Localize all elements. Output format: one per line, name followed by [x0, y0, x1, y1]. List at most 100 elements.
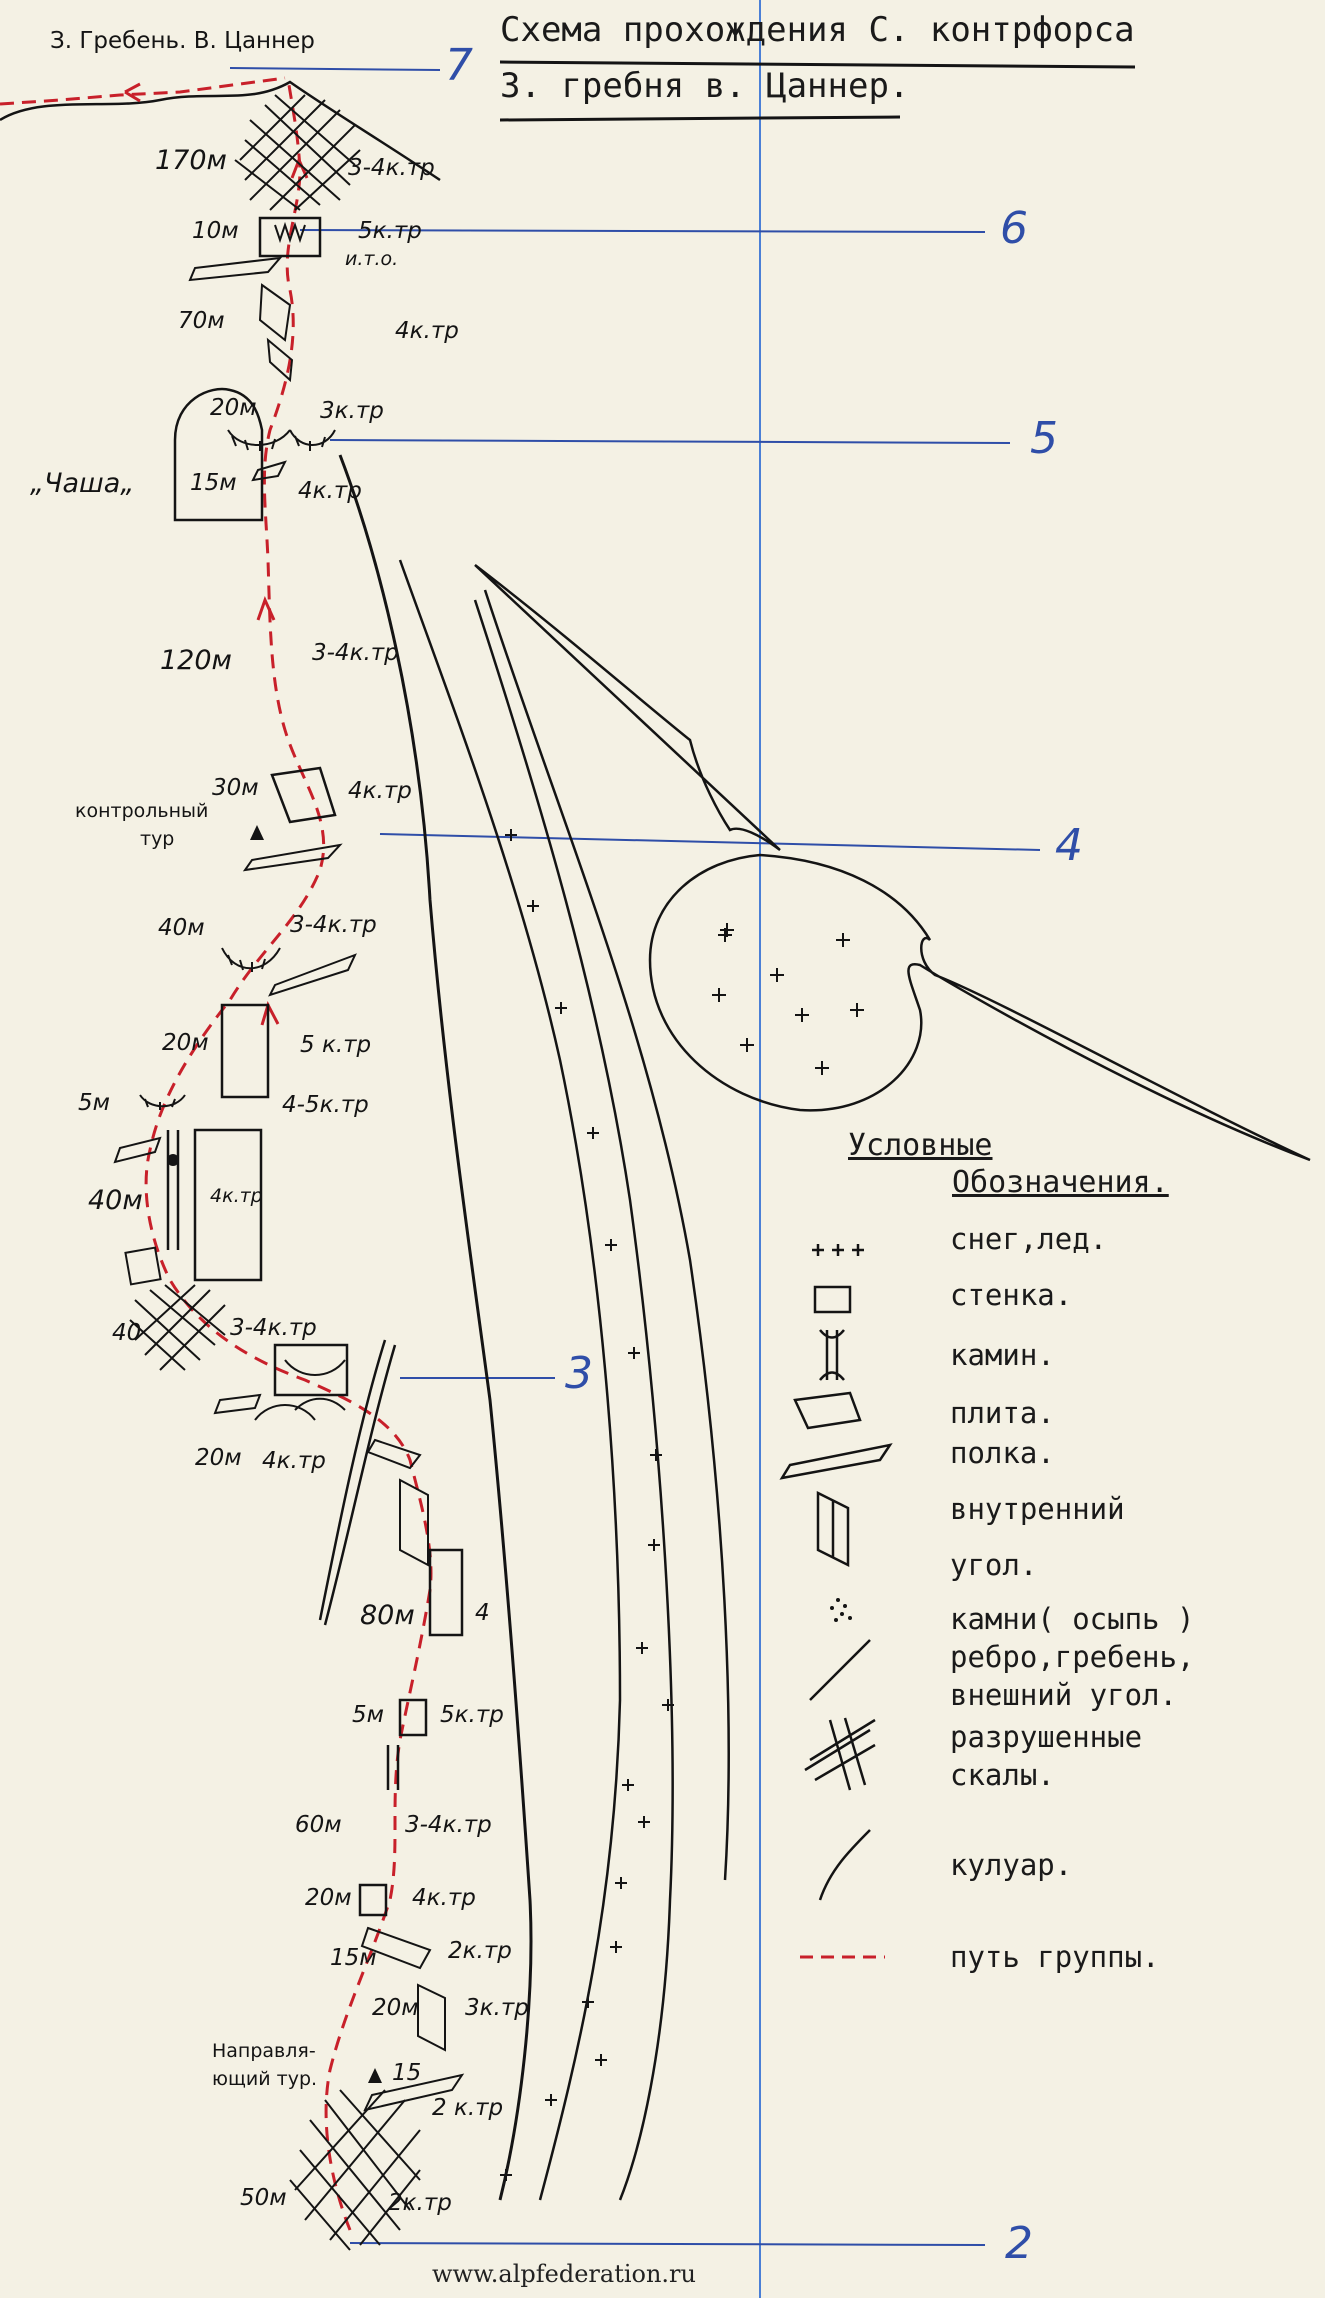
legend-symbols [779, 1244, 893, 1959]
section-line-4 [379, 833, 1041, 851]
grade-40m-b: 4к.тр [210, 1185, 263, 1207]
group-route [144, 77, 433, 2231]
section-7: 7 [445, 40, 473, 91]
pitch-60m: 60м [295, 1812, 342, 1838]
couloir-inner [473, 599, 674, 2201]
wall-4kt [193, 1128, 263, 1282]
pitch-15-c: 15 [392, 2060, 422, 2086]
section-line-5 [329, 439, 1011, 444]
cairn-guide-icon [368, 2068, 382, 2083]
route-arrow-2 [256, 595, 276, 621]
pitch-15m-b: 15м [330, 1945, 377, 1971]
title-line-1: Схема прохождения С. контрфорса [500, 10, 1135, 50]
grade-20m-c: 4к.тр [262, 1448, 326, 1474]
section-line-6 [299, 229, 986, 233]
grade-80m: 4 [475, 1600, 490, 1626]
grade-40-c: 3-4к.тр [230, 1315, 317, 1341]
section-line-2 [349, 2242, 986, 2246]
legend-inner-corner-2: угол. [950, 1548, 1038, 1582]
title-underline-2 [499, 115, 901, 122]
ledge-ito [188, 256, 283, 282]
pitch-50m: 50м [240, 2185, 287, 2211]
grade-10m: 5к.тр [358, 218, 422, 244]
overhang-marks [139, 221, 346, 1421]
pitch-20m-bowl: 20м [210, 395, 257, 421]
section-5: 5 [1030, 413, 1058, 464]
grade-20m-bowl: 3к.тр [320, 398, 384, 424]
legend-title-2: Обозначения. [952, 1165, 1169, 1200]
label-chasha: „Чаша„ [30, 468, 135, 499]
broken-rocks-top [234, 94, 361, 211]
couloir-left [398, 559, 622, 2201]
legend-broken-1: разрушенные [950, 1720, 1143, 1754]
slab-15m-b [360, 1926, 432, 1970]
grade-20m-wall: 5 к.тр [300, 1032, 372, 1058]
grade-60m: 3-4к.тр [405, 1812, 492, 1838]
legend-scree: камни( осыпь ) [950, 1602, 1195, 1636]
pitch-15m: 15м [190, 470, 237, 496]
label-control-1: контрольный [75, 800, 209, 822]
pitch-30m: 30м [212, 775, 259, 801]
grade-70m: 4к.тр [395, 318, 459, 344]
pitch-20m-d: 20м [305, 1885, 352, 1911]
section-line-7 [229, 67, 441, 71]
pitch-10m: 10м [192, 218, 239, 244]
wall-20m-5kt [220, 1003, 270, 1099]
pitch-20m-e: 20м [372, 1995, 419, 2021]
legend-chimney: камин. [950, 1338, 1055, 1372]
slab-5m [113, 1136, 162, 1164]
grade-5m-a: 4-5к.тр [282, 1092, 369, 1118]
ledge-20m [213, 1393, 262, 1415]
legend-rib-1: ребро,гребень, [950, 1640, 1195, 1674]
section-2: 2 [1005, 2218, 1033, 2269]
legend-route: путь группы. [950, 1940, 1160, 1974]
belay-point [167, 1154, 179, 1166]
wall-30m [270, 766, 337, 824]
pitch-20m-c: 20м [195, 1445, 242, 1471]
pitch-5m-b: 5м [352, 1702, 384, 1728]
ridge-route [0, 76, 286, 106]
corner-20m [417, 1983, 446, 2052]
legend-wall: стенка. [950, 1278, 1073, 1312]
section-4: 4 [1055, 820, 1083, 871]
slab-small [124, 1246, 162, 1286]
legend-slab: плита. [950, 1396, 1055, 1430]
cairn-control-icon [250, 825, 264, 840]
legend-snow: снег,лед. [950, 1222, 1108, 1256]
ledge-40m [268, 953, 357, 997]
title-underline-1 [499, 60, 1136, 69]
label-guide-2: ющий тур. [212, 2068, 318, 2090]
pitch-70m: 70м [178, 308, 225, 334]
legend-couloir: кулуар. [950, 1848, 1073, 1882]
pitch-5m-a: 5м [78, 1090, 110, 1116]
title-line-2: З. гребня в. Цаннер. [500, 66, 910, 106]
section-6: 6 [1000, 203, 1028, 254]
ledge-control [242, 843, 343, 872]
grade-15m-b: 2к.тр [448, 1938, 512, 1964]
grade-40m-a: 3-4к.тр [290, 912, 377, 938]
corner-1 [399, 1478, 429, 1567]
broken-rocks-mid [129, 1284, 226, 1371]
ledge-section3 [366, 1438, 422, 1470]
legend-broken-2: скалы. [950, 1758, 1055, 1792]
legend-ledge: полка. [950, 1436, 1055, 1470]
legend-title-1: Условные [848, 1128, 993, 1163]
footer-url[interactable]: www.alpfederation.ru [432, 2260, 696, 2288]
rib-section3 [318, 1339, 397, 1626]
grade-5m-b: 5к.тр [440, 1702, 504, 1728]
pitch-20m-wall: 20м [162, 1030, 209, 1056]
wall-10m [258, 216, 322, 258]
slab-15m [251, 460, 287, 482]
grade-120m: 3-4к.тр [312, 640, 399, 666]
pitch-80m: 80м [360, 1600, 415, 1631]
summit-ridge [0, 80, 441, 182]
wall-80m [428, 1548, 464, 1637]
chimney-small [386, 1745, 400, 1790]
section-3: 3 [565, 1348, 593, 1399]
ledge-guide [363, 2073, 465, 2112]
label-ito: и.т.о. [345, 248, 399, 270]
grade-30m: 4к.тр [348, 778, 412, 804]
grade-20m-d: 4к.тр [412, 1885, 476, 1911]
